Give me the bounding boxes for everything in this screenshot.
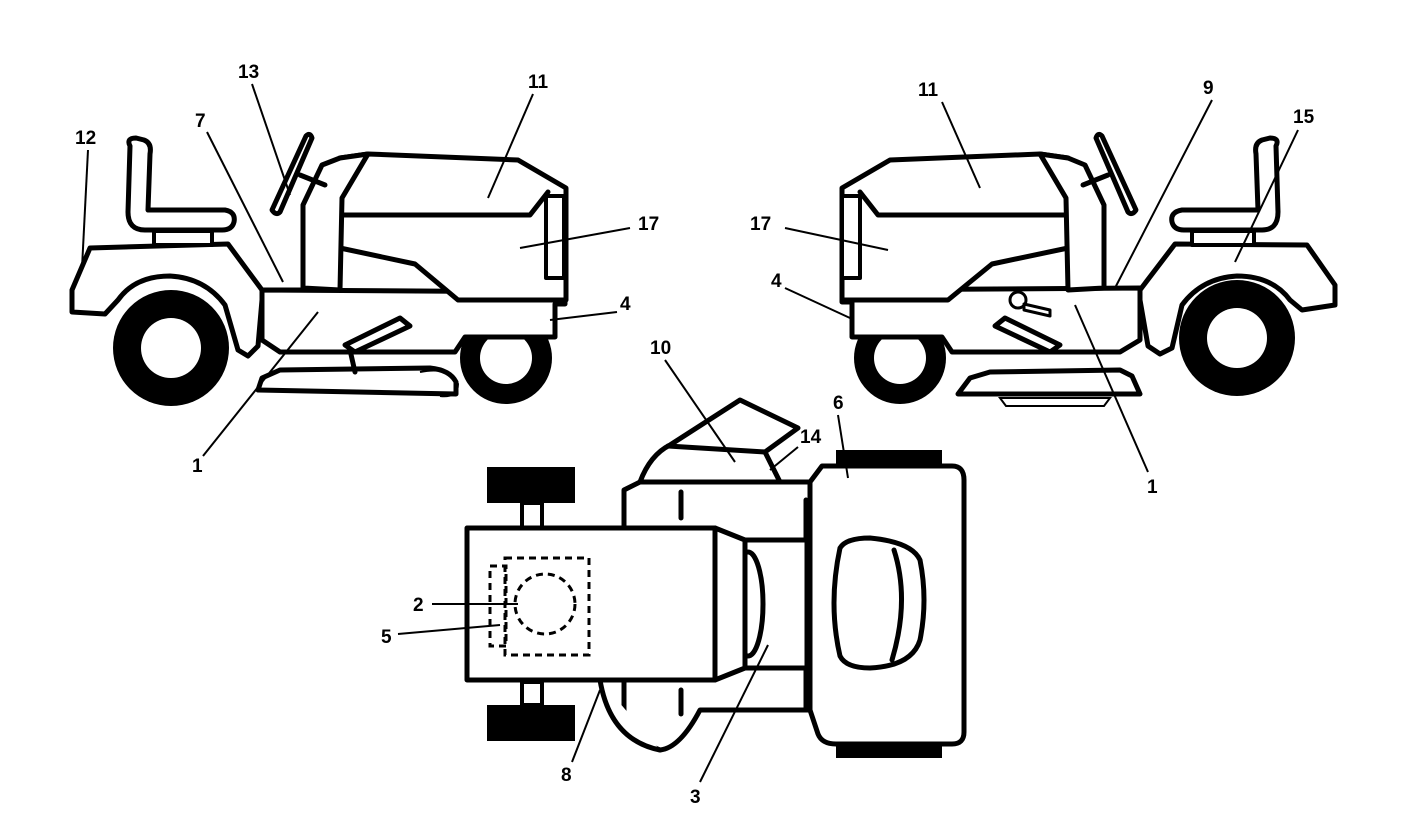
callout-top-6: 6 — [833, 393, 844, 414]
callout-top-14: 14 — [800, 427, 822, 448]
tractor-top-view — [464, 397, 967, 758]
steering-wheel — [269, 131, 315, 217]
tractor-right-side-view — [839, 131, 1338, 407]
engine-outline — [503, 556, 591, 657]
callout-left-17: 17 — [638, 214, 659, 235]
callout-top-10: 10 — [650, 338, 671, 359]
callout-top-3: 3 — [690, 787, 701, 808]
leader-lines — [81, 83, 1299, 783]
callout-top-5: 5 — [381, 627, 392, 648]
callout-top-2: 2 — [413, 595, 424, 616]
seat-top — [831, 535, 927, 671]
callout-right-15: 15 — [1293, 107, 1315, 128]
front-tire-top — [487, 467, 575, 503]
callout-left-13: 13 — [238, 62, 259, 83]
steering-wheel — [1093, 131, 1139, 217]
ignition-key — [1008, 290, 1028, 310]
tractor-left-side-view — [69, 131, 569, 406]
callout-left-7: 7 — [195, 111, 206, 132]
callout-right-11: 11 — [918, 80, 939, 101]
mower-deck — [955, 367, 1143, 397]
callout-right-1: 1 — [1147, 477, 1158, 498]
callout-left-4: 4 — [620, 294, 631, 315]
engine-air-filter — [513, 572, 577, 636]
hood — [839, 151, 1071, 303]
seat — [1169, 135, 1281, 233]
callout-left-1: 1 — [192, 456, 203, 477]
callout-right-9: 9 — [1203, 78, 1214, 99]
dash-tower — [300, 151, 371, 293]
dash-tower — [1037, 151, 1107, 293]
headlight — [544, 194, 566, 280]
seat — [125, 135, 237, 233]
callout-top-8: 8 — [561, 765, 572, 786]
front-tire-bottom — [487, 705, 575, 741]
hood — [337, 151, 569, 303]
callout-labels: 13 11 12 7 17 4 1 11 9 15 17 4 1 10 6 14… — [75, 62, 1315, 808]
callout-right-17: 17 — [750, 214, 771, 235]
headlight — [840, 194, 862, 280]
callout-left-11: 11 — [528, 72, 549, 93]
discharge-chute — [637, 397, 801, 485]
callout-left-12: 12 — [75, 128, 96, 149]
callout-right-4: 4 — [771, 271, 782, 292]
